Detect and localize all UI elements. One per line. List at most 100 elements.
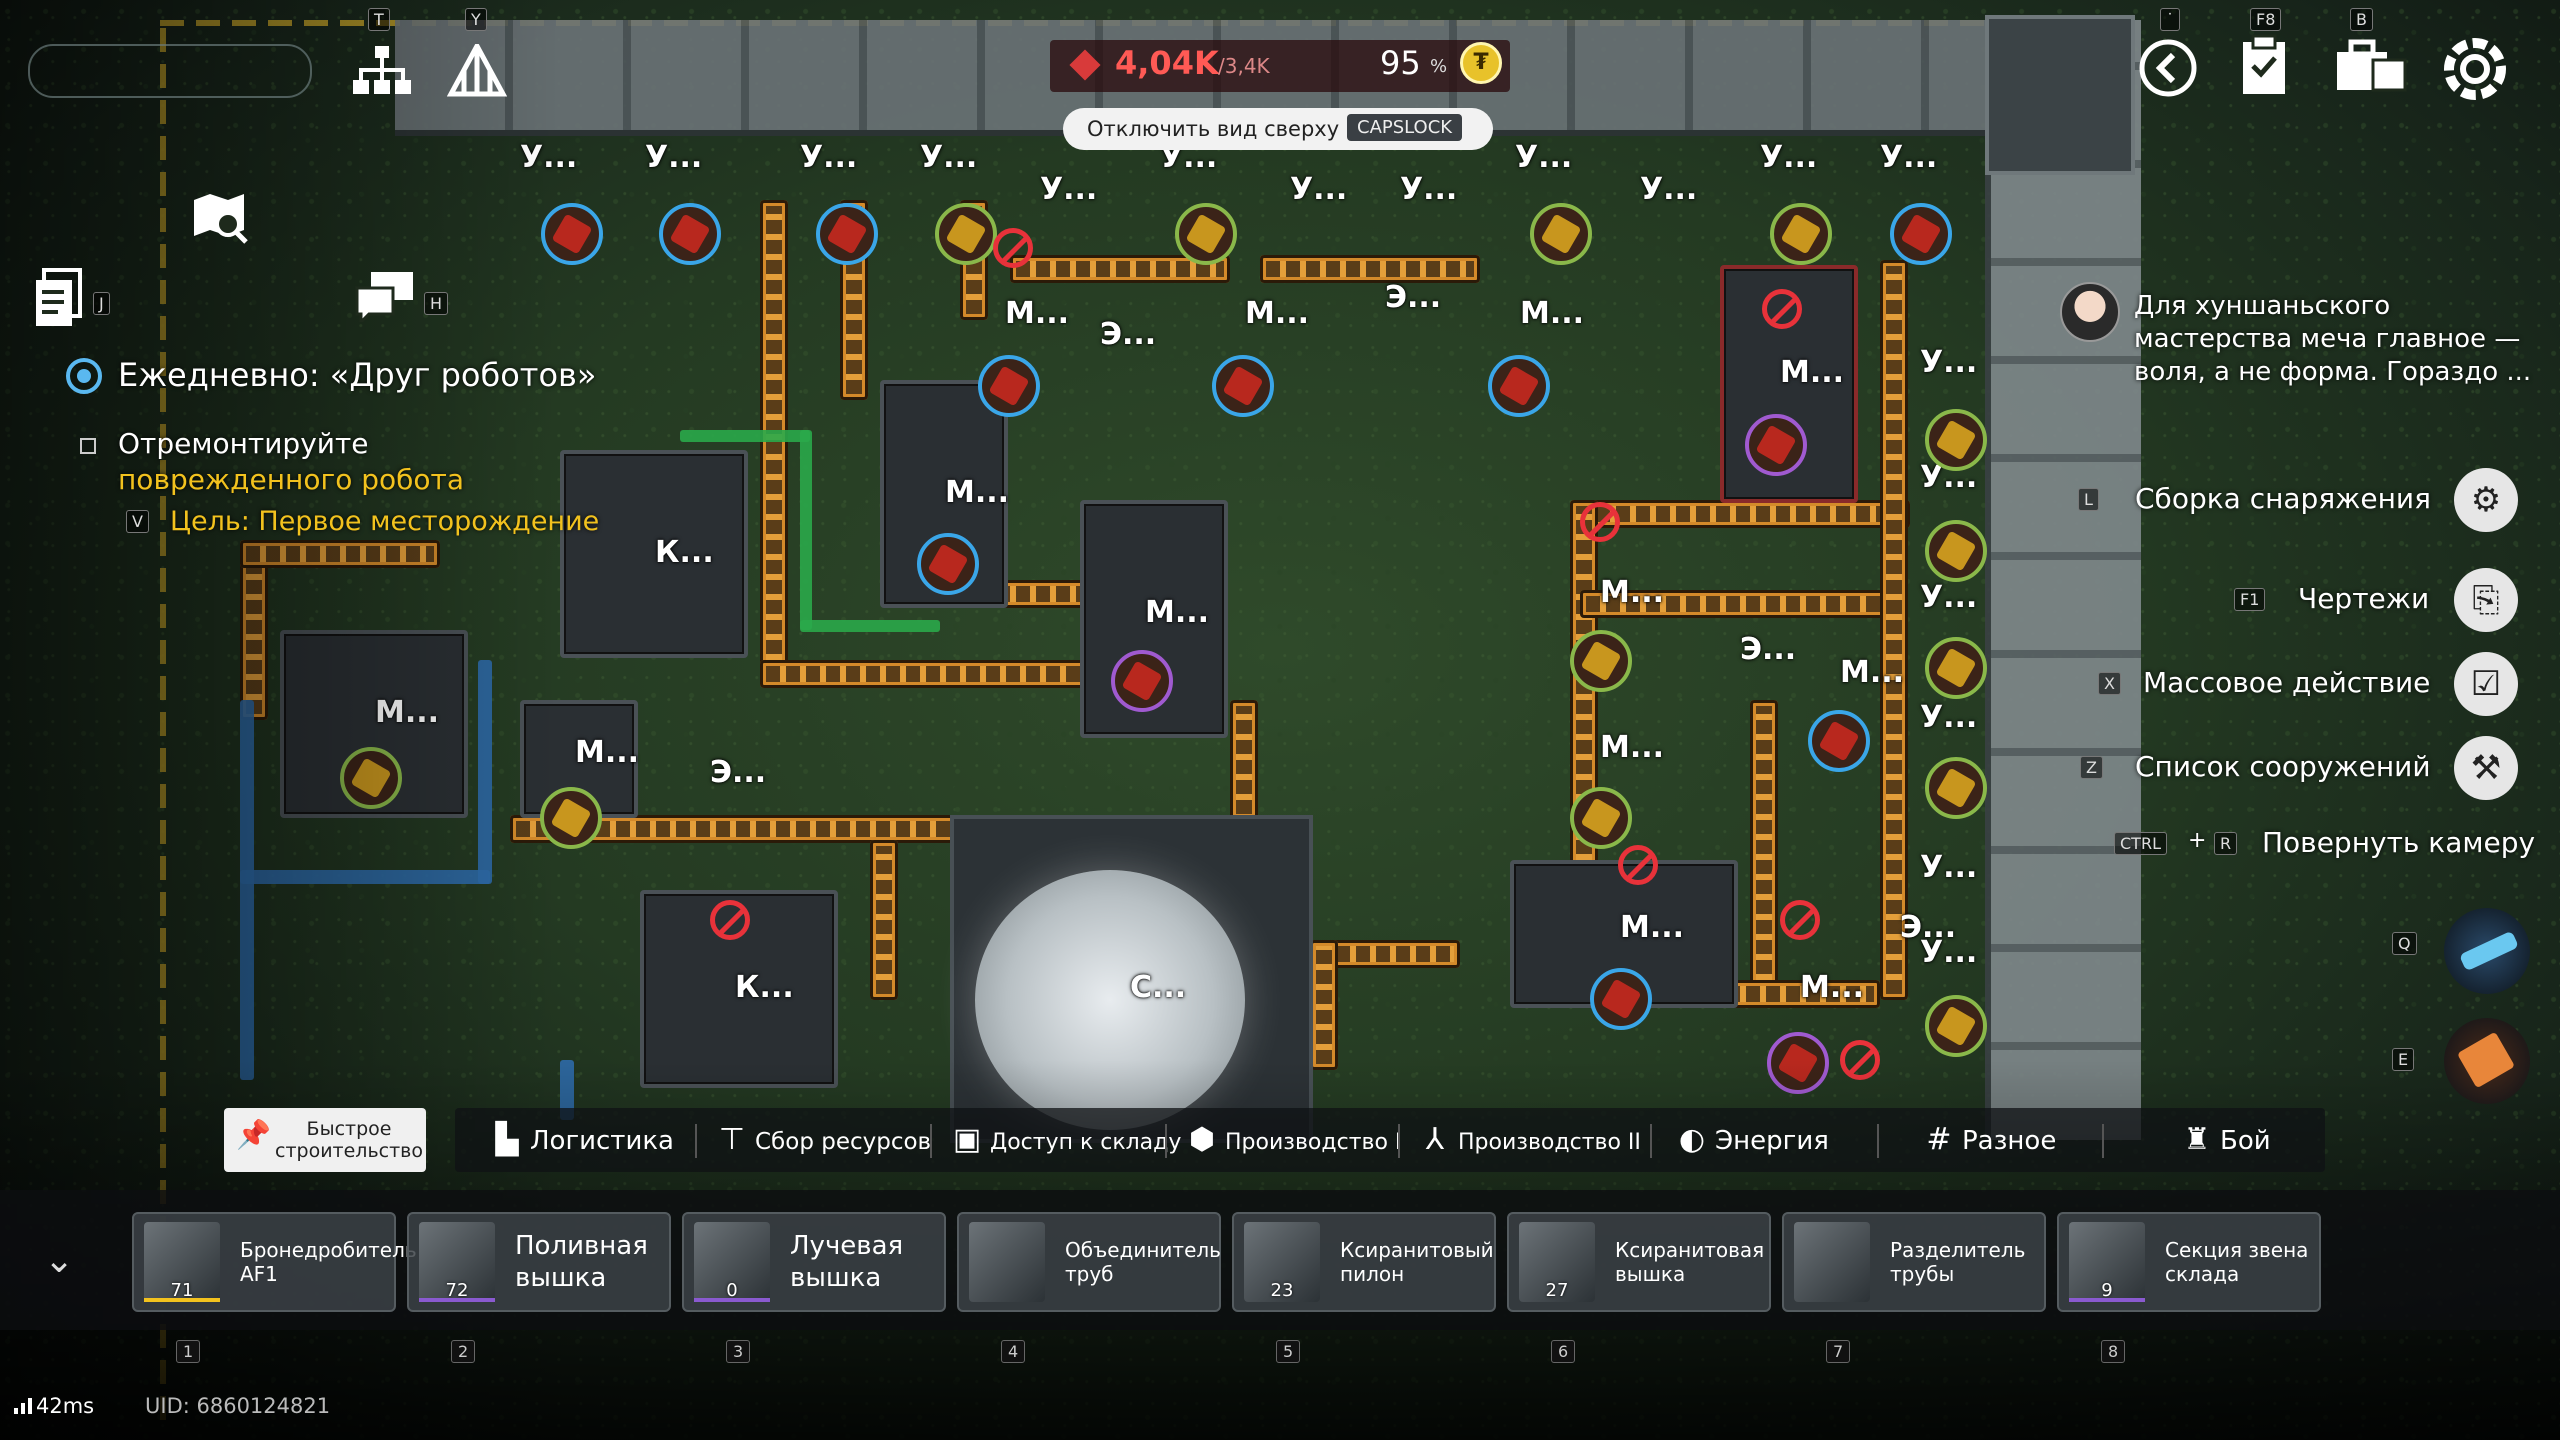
equipment-assembly-label[interactable]: Сборка снаряжения bbox=[2135, 482, 2431, 515]
map-label-machine[interactable]: М... bbox=[1245, 296, 1310, 331]
map-label-machine[interactable]: М... bbox=[1005, 296, 1070, 331]
chat-icon[interactable] bbox=[350, 270, 420, 330]
settings-gear-icon[interactable] bbox=[2432, 28, 2518, 114]
resource-node[interactable] bbox=[935, 203, 997, 265]
map-label-machine[interactable]: М... bbox=[1520, 296, 1585, 331]
resource-node[interactable] bbox=[1530, 203, 1592, 265]
build-slot-1[interactable]: 71 Бронедробитель AF1 bbox=[132, 1212, 417, 1312]
category-logistics[interactable]: ▙Логистика bbox=[490, 1116, 674, 1164]
map-label-storage-out[interactable]: У... bbox=[1920, 935, 1978, 970]
category-misc[interactable]: #Разное bbox=[1922, 1116, 2056, 1164]
build-slot-5[interactable]: 23 Ксиранитовый пилон bbox=[1232, 1212, 1496, 1312]
quick-item-q[interactable] bbox=[2444, 908, 2530, 994]
rotate-camera-label[interactable]: Повернуть камеру bbox=[2262, 826, 2536, 859]
map-label-storage-in[interactable]: У... bbox=[1400, 172, 1458, 207]
facility-overview-icon[interactable] bbox=[445, 40, 509, 112]
clipboard-icon[interactable] bbox=[2232, 32, 2296, 104]
conveyor-belt[interactable] bbox=[1750, 700, 1778, 1000]
resource-node[interactable] bbox=[1770, 203, 1832, 265]
collapse-chevron-icon[interactable]: ⌄ bbox=[44, 1240, 75, 1281]
map-label-storage-in[interactable]: У... bbox=[1880, 140, 1938, 175]
resource-node[interactable] bbox=[1111, 650, 1173, 712]
map-label-machine[interactable]: М... bbox=[1145, 595, 1210, 630]
map-label-storage-out[interactable]: У... bbox=[1920, 700, 1978, 735]
green-pipe[interactable] bbox=[800, 620, 940, 632]
resource-node[interactable] bbox=[1925, 995, 1987, 1057]
build-slot-7[interactable]: Разделитель трубы bbox=[1782, 1212, 2046, 1312]
back-icon[interactable] bbox=[2136, 38, 2200, 102]
map-label-storage-out[interactable]: У... bbox=[1920, 580, 1978, 615]
conveyor-belt[interactable] bbox=[1260, 255, 1480, 283]
resource-node[interactable] bbox=[659, 203, 721, 265]
resource-node[interactable] bbox=[1488, 355, 1550, 417]
category-resource-gathering[interactable]: ⊤Сбор ресурсов bbox=[715, 1116, 931, 1164]
map-label-storage-in[interactable]: У... bbox=[1640, 172, 1698, 207]
machine-k-1[interactable] bbox=[560, 450, 748, 658]
conveyor-belt[interactable] bbox=[1230, 700, 1258, 820]
production-tree-icon[interactable] bbox=[350, 44, 414, 112]
resource-node[interactable] bbox=[917, 533, 979, 595]
map-label-machine[interactable]: М... bbox=[1840, 655, 1905, 690]
map-label-machine[interactable]: М... bbox=[945, 475, 1010, 510]
category-storage-access[interactable]: ▣Доступ к складу bbox=[950, 1116, 1182, 1164]
map-label-k[interactable]: К... bbox=[735, 970, 794, 1005]
green-pipe[interactable] bbox=[800, 430, 812, 630]
gear-assembly-icon[interactable]: ⚙ bbox=[2454, 468, 2518, 532]
green-pipe[interactable] bbox=[680, 430, 810, 442]
build-slot-4[interactable]: Объединитель труб bbox=[957, 1212, 1221, 1312]
region-name-pill[interactable] bbox=[28, 44, 312, 98]
build-slot-6[interactable]: 27 Ксиранитовая вышка bbox=[1507, 1212, 1771, 1312]
build-slot-8[interactable]: 9 Секция звена склада bbox=[2057, 1212, 2321, 1312]
map-label-storage-in[interactable]: У... bbox=[645, 140, 703, 175]
map-label-relay[interactable]: Э... bbox=[1740, 632, 1797, 667]
resource-node[interactable] bbox=[1808, 710, 1870, 772]
structures-list-icon[interactable]: ⚒ bbox=[2454, 736, 2518, 800]
quick-item-e[interactable] bbox=[2444, 1018, 2530, 1104]
category-combat[interactable]: ♜Бой bbox=[2180, 1116, 2271, 1164]
resource-node[interactable] bbox=[1212, 355, 1274, 417]
conveyor-belt[interactable] bbox=[1580, 590, 1900, 618]
conveyor-belt[interactable] bbox=[870, 840, 898, 1000]
map-label-storage-in[interactable]: У... bbox=[1760, 140, 1818, 175]
structures-list-label[interactable]: Список сооружений bbox=[2135, 750, 2431, 783]
map-label-relay[interactable]: Э... bbox=[1385, 280, 1442, 315]
resource-node[interactable] bbox=[1925, 520, 1987, 582]
map-label-relay[interactable]: Э... bbox=[710, 755, 767, 790]
mass-action-label[interactable]: Массовое действие bbox=[2143, 666, 2431, 699]
map-label-machine[interactable]: М... bbox=[1600, 730, 1665, 765]
conveyor-belt[interactable] bbox=[1880, 260, 1908, 1000]
map-label-machine[interactable]: М... bbox=[1800, 970, 1865, 1005]
conveyor-belt[interactable] bbox=[1310, 940, 1338, 1070]
resource-node[interactable] bbox=[978, 355, 1040, 417]
map-label-storage-in[interactable]: У... bbox=[1040, 172, 1098, 207]
map-label-machine[interactable]: М... bbox=[575, 735, 640, 770]
inventory-bag-icon[interactable] bbox=[2330, 38, 2410, 102]
map-label-storage-out[interactable]: У... bbox=[1920, 850, 1978, 885]
map-label-storage-in[interactable]: У... bbox=[920, 140, 978, 175]
missions-log-icon[interactable] bbox=[30, 268, 90, 338]
blueprints-label[interactable]: Чертежи bbox=[2298, 582, 2430, 615]
quest-tracker-icon[interactable] bbox=[66, 358, 102, 394]
blueprint-icon[interactable]: ⎘ bbox=[2454, 568, 2518, 632]
conveyor-belt[interactable] bbox=[1570, 500, 1910, 528]
resource-node[interactable] bbox=[1590, 968, 1652, 1030]
build-slot-3[interactable]: 0 Лучевая вышка bbox=[682, 1212, 946, 1312]
resource-node[interactable] bbox=[1175, 203, 1237, 265]
map-label-storage-in[interactable]: У... bbox=[1290, 172, 1348, 207]
map-label-machine[interactable]: М... bbox=[1780, 355, 1845, 390]
map-label-storage-in[interactable]: У... bbox=[800, 140, 858, 175]
category-production-2[interactable]: ⅄Производство II bbox=[1418, 1116, 1641, 1164]
map-search-icon[interactable] bbox=[180, 190, 260, 260]
mass-action-icon[interactable]: ☑ bbox=[2454, 652, 2518, 716]
resource-node[interactable] bbox=[1570, 630, 1632, 692]
map-label-k[interactable]: К... bbox=[655, 535, 714, 570]
quest-title[interactable]: Ежедневно: «Друг роботов» bbox=[118, 356, 597, 394]
map-label-storage-out[interactable]: У... bbox=[1920, 345, 1978, 380]
resource-node[interactable] bbox=[1745, 414, 1807, 476]
resource-node[interactable] bbox=[1925, 757, 1987, 819]
map-label-core[interactable]: С... bbox=[1130, 970, 1187, 1005]
resource-node[interactable] bbox=[1570, 787, 1632, 849]
map-label-relay[interactable]: Э... bbox=[1900, 910, 1957, 945]
map-label-relay[interactable]: Э... bbox=[1100, 317, 1157, 352]
build-slot-2[interactable]: 72 Поливная вышка bbox=[407, 1212, 671, 1312]
